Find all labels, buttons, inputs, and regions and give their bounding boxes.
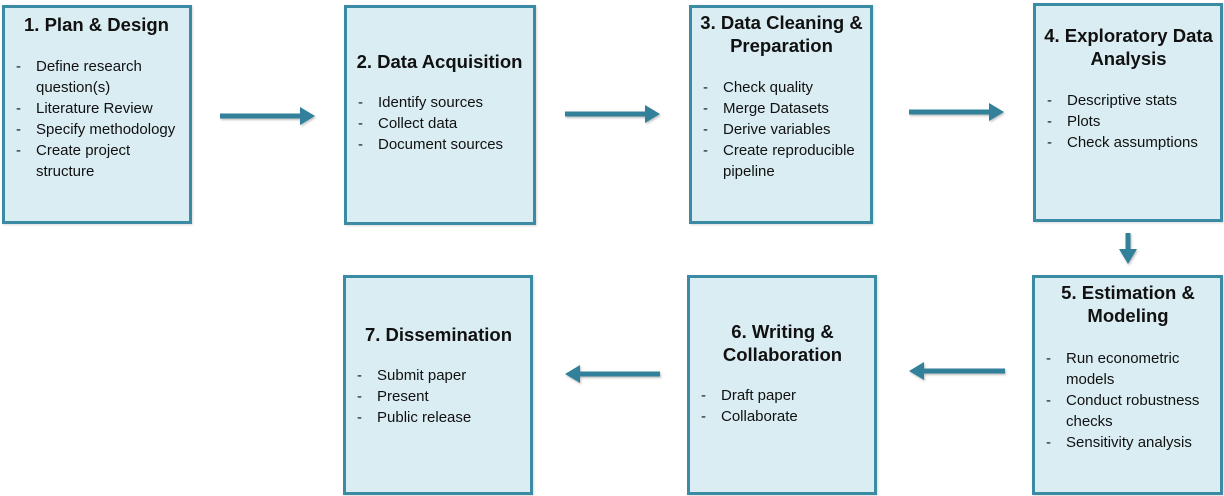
step-item: Define research question(s) <box>8 56 185 98</box>
step-item: Descriptive stats <box>1039 90 1218 111</box>
step-item: Identify sources <box>350 92 529 113</box>
step-item: Conduct robustness checks <box>1038 390 1218 432</box>
step-item: Plots <box>1039 111 1218 132</box>
step-item: Present <box>349 386 528 407</box>
arrow-right-icon <box>565 105 660 123</box>
step-box-data-acquisition: 2. Data Acquisition Identify sources Col… <box>344 5 536 225</box>
step-title: 1. Plan & Design <box>24 14 169 35</box>
step-title: 3. Data Cleaning & Preparation <box>700 12 863 56</box>
arrow-down-icon <box>1119 233 1137 264</box>
step-title: 2. Data Acquisition <box>356 51 523 72</box>
step-items: Identify sources Collect data Document s… <box>350 92 529 155</box>
step-box-writing-collaboration: 6. Writing & Collaboration Draft paper C… <box>687 275 877 495</box>
step-box-exploratory-analysis: 4. Exploratory Data Analysis Descriptive… <box>1033 3 1223 222</box>
step-items: Descriptive stats Plots Check assumption… <box>1039 90 1218 153</box>
step-title: 5. Estimation & Modeling <box>1061 282 1195 326</box>
step-items: Submit paper Present Public release <box>349 365 528 428</box>
arrow-left-icon <box>565 365 660 383</box>
step-item: Literature Review <box>8 98 185 119</box>
step-item: Submit paper <box>349 365 528 386</box>
step-item: Collect data <box>350 113 529 134</box>
step-item: Sensitivity analysis <box>1038 432 1218 453</box>
step-item: Public release <box>349 407 528 428</box>
step-item: Collaborate <box>693 406 872 427</box>
step-item: Draft paper <box>693 385 872 406</box>
step-item: Check quality <box>695 77 868 98</box>
step-item: Create project structure <box>8 140 185 182</box>
step-item: Run econometric models <box>1038 348 1218 390</box>
step-items: Define research question(s) Literature R… <box>8 56 185 182</box>
step-items: Check quality Merge Datasets Derive vari… <box>695 77 868 182</box>
step-box-dissemination: 7. Dissemination Submit paper Present Pu… <box>343 275 533 495</box>
step-item: Merge Datasets <box>695 98 868 119</box>
arrow-left-icon <box>909 362 1005 380</box>
step-box-plan-design: 1. Plan & Design Define research questio… <box>2 5 192 224</box>
arrow-right-icon <box>909 103 1004 121</box>
step-item: Check assumptions <box>1039 132 1218 153</box>
step-items: Run econometric models Conduct robustnes… <box>1038 348 1218 453</box>
step-item: Specify methodology <box>8 119 185 140</box>
step-item: Document sources <box>350 134 529 155</box>
step-item: Create reproducible pipeline <box>695 140 868 182</box>
step-title: 4. Exploratory Data Analysis <box>1044 25 1213 69</box>
step-box-estimation-modeling: 5. Estimation & Modeling Run econometric… <box>1032 275 1223 495</box>
step-box-data-cleaning: 3. Data Cleaning & Preparation Check qua… <box>689 5 873 224</box>
step-items: Draft paper Collaborate <box>693 385 872 427</box>
arrow-right-icon <box>220 107 315 125</box>
step-title: 7. Dissemination <box>364 324 512 345</box>
step-title: 6. Writing & Collaboration <box>722 321 843 365</box>
step-item: Derive variables <box>695 119 868 140</box>
